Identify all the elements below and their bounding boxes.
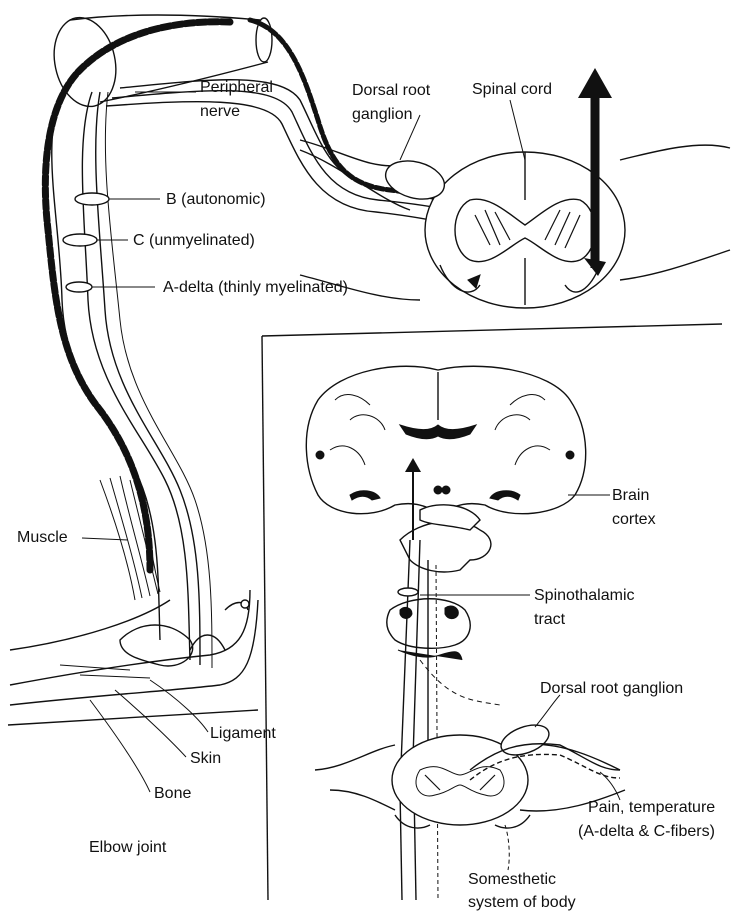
dorsal-root-ganglion-bottom-label: Dorsal root ganglion bbox=[540, 680, 683, 697]
muscle-label: Muscle bbox=[17, 529, 68, 546]
peripheral-nerve-label-1: Peripheral bbox=[200, 79, 273, 96]
elbow-joint-drawing bbox=[10, 476, 258, 705]
brain-cortex-drawing bbox=[306, 366, 585, 513]
a-delta-fiber-marker bbox=[66, 282, 92, 292]
elbow-joint-label: Elbow joint bbox=[89, 839, 167, 856]
c-fiber-marker bbox=[63, 234, 97, 246]
peripheral-nerve-label-2: nerve bbox=[200, 103, 240, 120]
ligament-label: Ligament bbox=[210, 725, 276, 742]
pain-temperature-label-1: Pain, temperature bbox=[588, 799, 715, 816]
a-delta-fiber-label: A-delta (thinly myelinated) bbox=[163, 279, 348, 296]
spinothalamic-tract-label-1: Spinothalamic bbox=[534, 587, 635, 604]
spinothalamic-tract-label-2: tract bbox=[534, 611, 566, 628]
brain-cortex-label-2: cortex bbox=[612, 511, 656, 528]
dorsal-root-ganglion-top-label-1: Dorsal root bbox=[352, 82, 431, 99]
dorsal-root-ganglion-top-label-2: ganglion bbox=[352, 106, 413, 123]
somesthetic-label-1: Somesthetic bbox=[468, 871, 556, 888]
skin-label: Skin bbox=[190, 750, 221, 767]
b-fiber-label: B (autonomic) bbox=[166, 191, 266, 208]
c-fiber-label: C (unmyelinated) bbox=[133, 232, 255, 249]
spinal-cord-section-top bbox=[300, 140, 730, 308]
panel-divider-vertical bbox=[262, 336, 268, 900]
brain-cortex-label-1: Brain bbox=[612, 487, 649, 504]
panel-divider-horizontal bbox=[262, 324, 722, 336]
elbow-baseline bbox=[8, 710, 258, 725]
b-fiber-marker bbox=[75, 193, 109, 205]
spinal-cord-label: Spinal cord bbox=[472, 81, 552, 98]
pain-temperature-label-2: (A-delta & C-fibers) bbox=[578, 823, 715, 840]
spinal-cord-section-bottom bbox=[315, 735, 625, 828]
bone-label: Bone bbox=[154, 785, 191, 802]
somesthetic-label-2: system of body bbox=[468, 894, 576, 911]
spinothalamic-column bbox=[387, 458, 500, 900]
